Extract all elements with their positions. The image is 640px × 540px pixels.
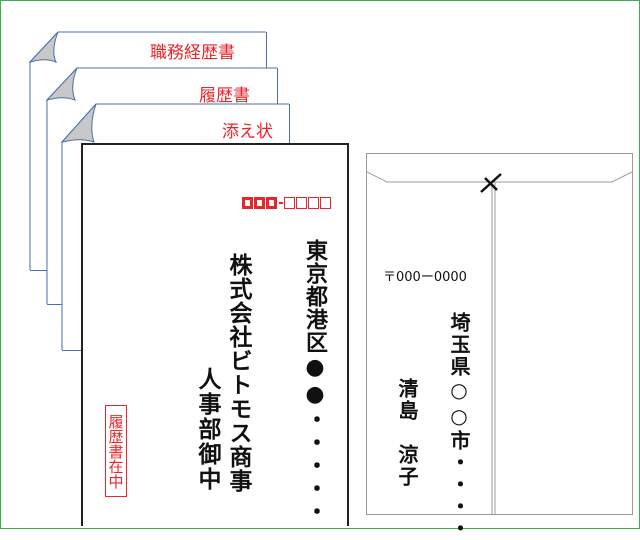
recipient-company: 株式会社ビトモス商事 (225, 253, 252, 493)
document-label: 履歴書 (199, 86, 250, 106)
sender-name: 清島 涼子 (395, 378, 419, 488)
document-label: 添え状 (222, 122, 273, 142)
seal-mark-icon (480, 173, 502, 193)
postal-code-boxes (242, 197, 332, 209)
recipient-department: 人事部御中 (194, 367, 221, 492)
envelope-flap-lines (367, 171, 632, 514)
envelope-top-edge (92, 143, 336, 145)
document-label: 職務経歴書 (150, 43, 235, 63)
back-envelope: 〒000ー0000 埼玉県○○市・・・・ 清島 涼子 (366, 153, 633, 540)
sender-address: 埼玉県○○市・・・・ (447, 312, 471, 540)
sheet-edge (45, 67, 277, 304)
sheet-edge (28, 31, 266, 270)
sender-label-area: 埼玉県○○市・・・・ 清島 涼子 (381, 304, 489, 540)
sheet-edge (60, 103, 289, 350)
sender-postal-code: 〒000ー0000 (383, 270, 467, 285)
recipient-address: 東京都港区●●・・・・・ (302, 239, 328, 523)
contents-stamp: 履歴書在中 (105, 405, 127, 497)
front-envelope: 東京都港区●●・・・・・ 株式会社ビトモス商事 人事部御中 履歴書在中 (81, 143, 349, 526)
